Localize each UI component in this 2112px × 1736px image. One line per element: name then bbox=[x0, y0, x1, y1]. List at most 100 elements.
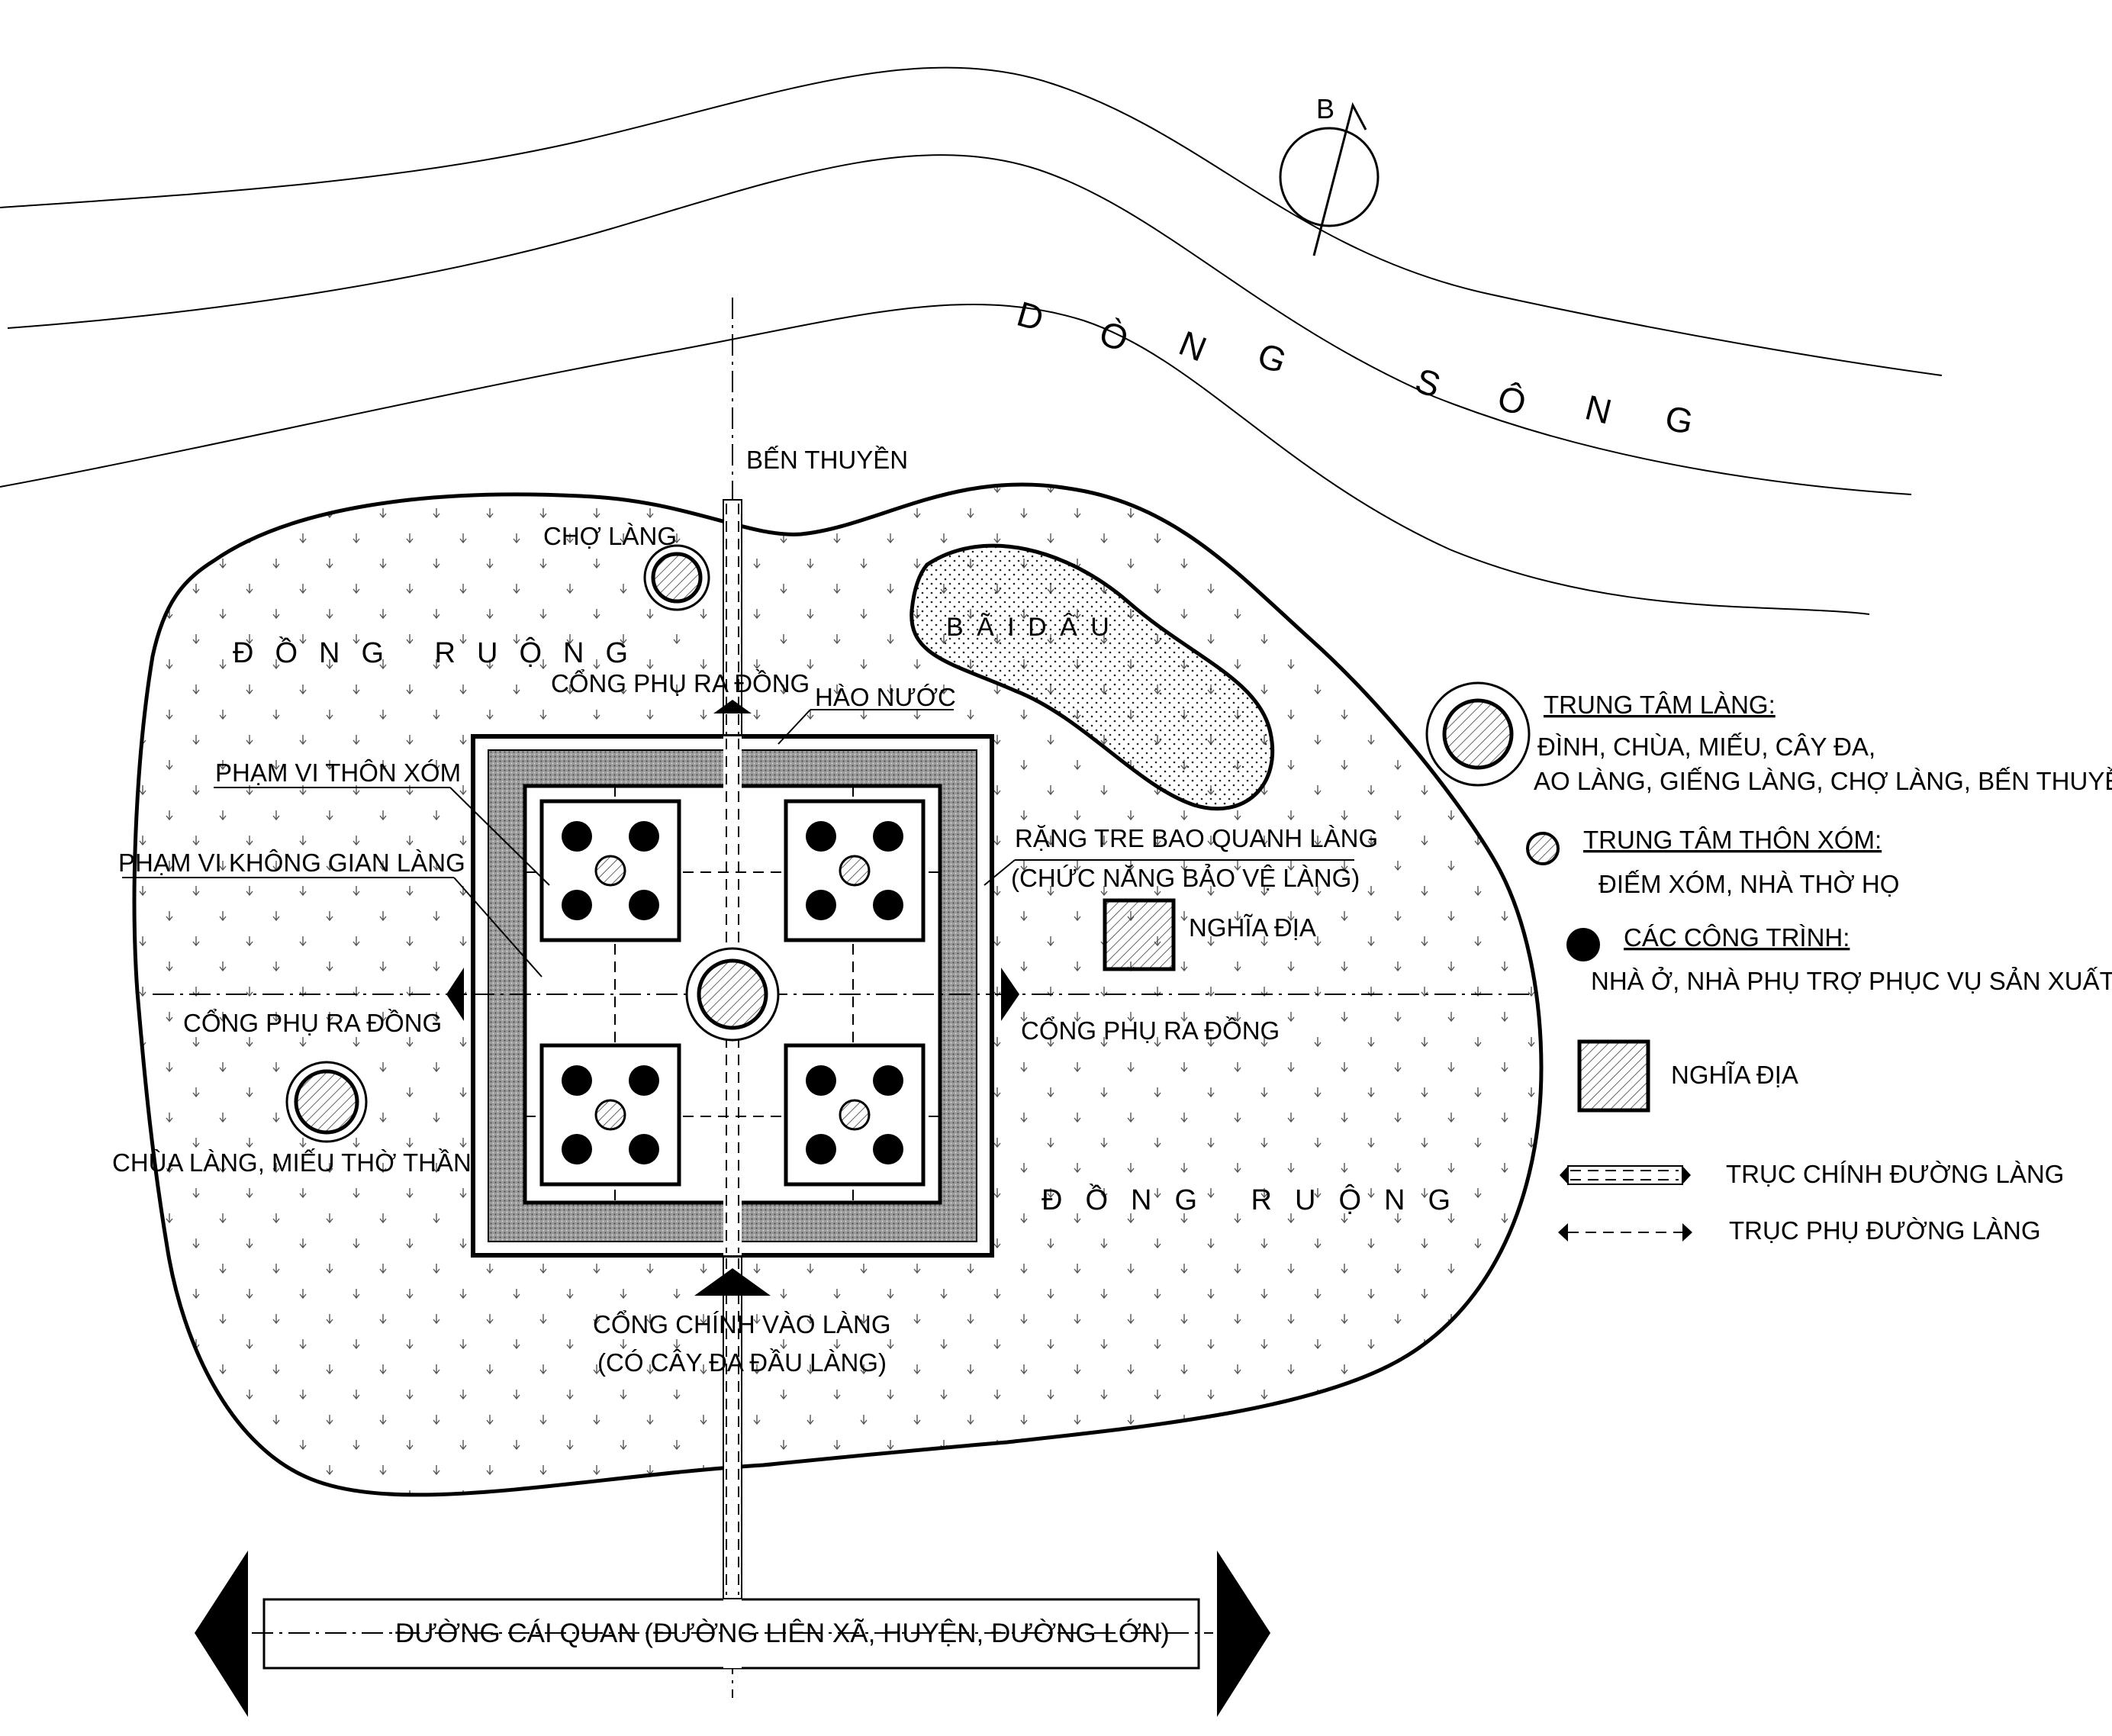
duong-cai-quan-label: ĐƯỜNG CÁI QUAN (ĐƯỜNG LIÊN XÃ, HUYỆN, ĐƯ… bbox=[395, 1618, 1170, 1648]
river-letter: N bbox=[1174, 323, 1212, 369]
building-dot bbox=[873, 821, 903, 852]
hamlet-center bbox=[839, 1099, 871, 1131]
cho-lang-label: CHỢ LÀNG bbox=[543, 522, 677, 550]
gate-main-arrow bbox=[694, 1268, 771, 1296]
cho-lang-core bbox=[651, 552, 703, 604]
river-line-3 bbox=[0, 304, 1870, 615]
road-right-arrow bbox=[1217, 1551, 1270, 1717]
river-letter: N bbox=[1582, 387, 1616, 431]
legend-secondary-axis-right-head bbox=[1682, 1223, 1692, 1242]
pham-vi-thon-xom-label: PHẠM VI THÔN XÓM bbox=[215, 758, 461, 787]
legend-nghia-dia: NGHĨA ĐỊA bbox=[1577, 1039, 1798, 1113]
gate-left-arrow bbox=[446, 968, 464, 1021]
dong-ruong-bottom-label: ĐỒNG RUỘNG bbox=[1042, 1183, 1473, 1216]
building-dot bbox=[873, 1134, 903, 1164]
building-dot bbox=[629, 1134, 659, 1164]
legend-nghia-dia-label: NGHĨA ĐỊA bbox=[1671, 1061, 1798, 1089]
compass-arrow bbox=[1312, 101, 1367, 256]
building-dot bbox=[806, 1065, 836, 1096]
legend-trung-tam-lang-line1: ĐÌNH, CHÙA, MIẾU, CÂY ĐA, bbox=[1537, 733, 1875, 761]
road-left-arrow bbox=[195, 1551, 248, 1717]
nghia-dia-map-label: NGHĨA ĐỊA bbox=[1189, 913, 1316, 942]
building-dot bbox=[806, 1134, 836, 1164]
thon-xom-leader bbox=[449, 787, 550, 886]
building-dot bbox=[629, 1065, 659, 1096]
building-dot bbox=[806, 821, 836, 852]
gate-right-arrow bbox=[1001, 968, 1019, 1021]
hamlet-center bbox=[594, 1099, 626, 1131]
legend-main-axis-right-head bbox=[1682, 1166, 1691, 1184]
duong-cai-quan bbox=[195, 1551, 1270, 1717]
legend-trung-tam-lang: TRUNG TÂM LÀNG: ĐÌNH, CHÙA, MIẾU, CÂY ĐA… bbox=[1425, 681, 2112, 795]
river-label: D Ò N G S Ô N G bbox=[1013, 294, 1696, 443]
legend-truc-chinh-label: TRỤC CHÍNH ĐƯỜNG LÀNG bbox=[1726, 1160, 2064, 1188]
building-dot bbox=[562, 1065, 592, 1096]
legend: TRUNG TÂM LÀNG: ĐÌNH, CHÙA, MIẾU, CÂY ĐA… bbox=[1425, 681, 2112, 1245]
cho-lang-marker bbox=[643, 544, 710, 611]
hamlet-top-left bbox=[539, 799, 681, 942]
chua-lang-marker bbox=[285, 1061, 368, 1143]
hamlet-center bbox=[839, 855, 871, 887]
dong-ruong-top-label: ĐỒNG RUỘNG bbox=[233, 636, 649, 669]
bai-dau-area bbox=[910, 543, 1275, 811]
hao-nuoc-leader bbox=[778, 709, 811, 745]
legend-secondary-axis-left-head bbox=[1558, 1223, 1568, 1242]
legend-thon-xom-line1: ĐIẾM XÓM, NHÀ THỜ HỌ bbox=[1598, 870, 1899, 898]
legend-village-center-core bbox=[1442, 698, 1514, 770]
legend-truc-phu-label: TRỤC PHỤ ĐƯỜNG LÀNG bbox=[1729, 1216, 2041, 1245]
building-dot bbox=[562, 890, 592, 920]
legend-cac-cong-trinh: CÁC CÔNG TRÌNH: NHÀ Ở, NHÀ PHỤ TRỢ PHỤC … bbox=[1566, 923, 2112, 995]
river-letter: G bbox=[1253, 335, 1292, 382]
village-center-core bbox=[697, 958, 768, 1030]
cong-phu-top-label: CỔNG PHỤ RA ĐỒNG bbox=[551, 669, 810, 697]
legend-cong-trinh-title: CÁC CÔNG TRÌNH: bbox=[1624, 923, 1850, 952]
ben-thuyen-label: BẾN THUYỀN bbox=[746, 446, 908, 474]
chua-lang-label: CHÙA LÀNG, MIẾU THỜ THẦN bbox=[112, 1148, 472, 1177]
building-dot bbox=[873, 1065, 903, 1096]
cong-chinh-label-2: (CÓ CÂY ĐA ĐẦU LÀNG) bbox=[597, 1348, 887, 1377]
leader-lines bbox=[122, 709, 1354, 978]
building-dot bbox=[806, 890, 836, 920]
pham-vi-khong-gian-label: PHẠM VI KHÔNG GIAN LÀNG bbox=[118, 849, 465, 877]
road-junction bbox=[723, 1599, 742, 1668]
legend-cemetery-icon bbox=[1577, 1039, 1650, 1113]
legend-hamlet-center-icon bbox=[1526, 832, 1560, 865]
cong-chinh-label-1: CỔNG CHÍNH VÀO LÀNG bbox=[593, 1310, 891, 1338]
hamlet-center bbox=[594, 855, 626, 887]
map-labels: BẾN THUYỀN CHỢ LÀNG B Ã I D Â U ĐỒNG RUỘ… bbox=[112, 446, 1473, 1648]
khong-gian-leader bbox=[453, 877, 542, 978]
river-letter: G bbox=[1662, 398, 1697, 442]
hamlet-bottom-right bbox=[784, 1043, 926, 1187]
building-dot bbox=[629, 890, 659, 920]
building-dot bbox=[629, 821, 659, 852]
hamlet-top-right bbox=[784, 799, 926, 942]
village-center bbox=[685, 947, 780, 1042]
compass-circle bbox=[1279, 127, 1380, 227]
river-letter: D bbox=[1013, 294, 1048, 339]
gate-top-arrow bbox=[713, 700, 752, 713]
legend-building-icon bbox=[1566, 928, 1600, 961]
rang-tre-label-2: (CHỨC NĂNG BẢO VỆ LÀNG) bbox=[1011, 864, 1360, 892]
chua-lang-core bbox=[294, 1069, 359, 1135]
legend-cong-trinh-line1: NHÀ Ở, NHÀ PHỤ TRỢ PHỤC VỤ SẢN XUẤT bbox=[1591, 967, 2112, 995]
river-letter: Ô bbox=[1493, 378, 1531, 424]
legend-thon-xom-title: TRUNG TÂM THÔN XÓM: bbox=[1583, 826, 1882, 854]
legend-truc-phu: TRỤC PHỤ ĐƯỜNG LÀNG bbox=[1558, 1216, 2041, 1245]
building-dot bbox=[562, 1134, 592, 1164]
cong-phu-left-label: CỔNG PHỤ RA ĐỒNG bbox=[183, 1009, 442, 1037]
compass-north-label: B bbox=[1316, 93, 1334, 124]
legend-trung-tam-lang-title: TRUNG TÂM LÀNG: bbox=[1544, 691, 1776, 719]
legend-trung-tam-thon-xom: TRUNG TÂM THÔN XÓM: ĐIẾM XÓM, NHÀ THỜ HỌ bbox=[1526, 826, 1899, 898]
hamlet-bottom-left bbox=[539, 1043, 681, 1187]
legend-main-axis-left-head bbox=[1560, 1166, 1568, 1184]
river bbox=[0, 66, 1943, 615]
legend-trung-tam-lang-line2: AO LÀNG, GIẾNG LÀNG, CHỢ LÀNG, BẾN THUYỀ… bbox=[1534, 767, 2112, 795]
legend-truc-chinh: TRỤC CHÍNH ĐƯỜNG LÀNG bbox=[1560, 1160, 2064, 1188]
north-compass: B bbox=[1279, 93, 1380, 256]
river-line-1 bbox=[0, 66, 1943, 376]
river-letter: Ò bbox=[1095, 313, 1133, 359]
bai-dau-label: B Ã I D Â U bbox=[946, 613, 1112, 642]
rang-tre-leader bbox=[984, 859, 1016, 886]
